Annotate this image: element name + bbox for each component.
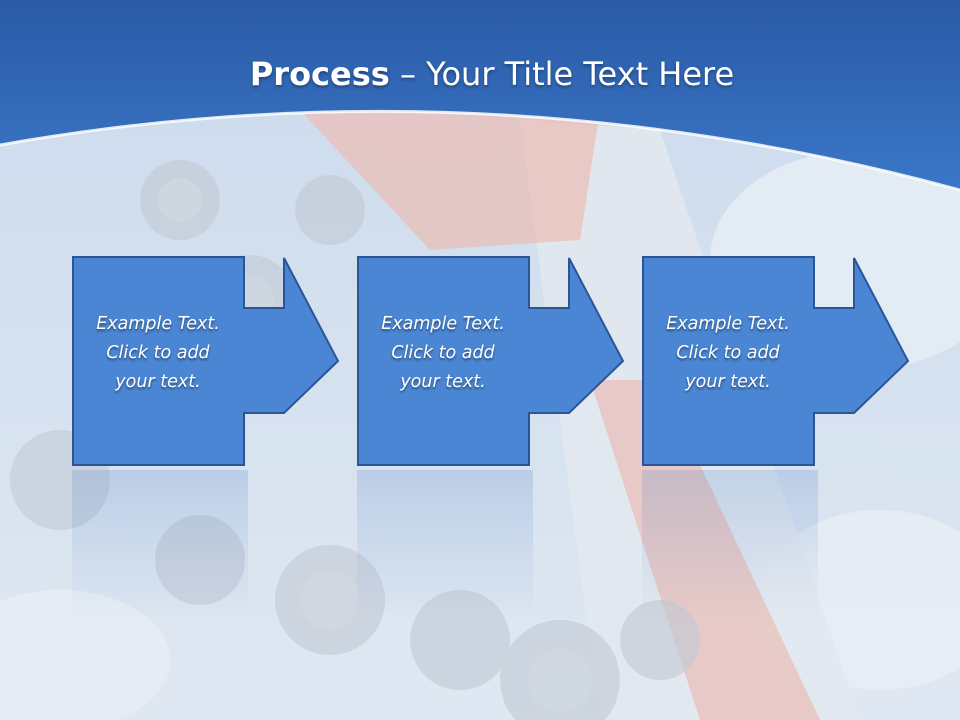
step-1-text[interactable]: Example Text. Click to add your text. [78, 310, 238, 397]
step-3-line-2: Click to add [676, 343, 780, 363]
step-2-reflection [357, 470, 533, 620]
process-step-1[interactable]: Example Text. Click to add your text. [72, 256, 340, 466]
title-rest: – Your Title Text Here [389, 55, 735, 93]
slide-title[interactable]: Process – Your Title Text Here [0, 52, 960, 96]
step-3-line-3: your text. [685, 372, 771, 392]
step-1-line-2: Click to add [106, 343, 210, 363]
step-2-text[interactable]: Example Text. Click to add your text. [363, 310, 523, 397]
title-bold: Process [249, 55, 390, 93]
step-2-line-2: Click to add [391, 343, 495, 363]
step-3-arrow-shape [642, 256, 910, 466]
step-2-arrow-shape [357, 256, 625, 466]
step-1-arrow-shape [72, 256, 340, 466]
step-3-line-1: Example Text. [666, 314, 790, 334]
step-2-line-1: Example Text. [381, 314, 505, 334]
step-1-line-1: Example Text. [96, 314, 220, 334]
step-3-text[interactable]: Example Text. Click to add your text. [648, 310, 808, 397]
step-1-reflection [72, 470, 248, 620]
process-step-3[interactable]: Example Text. Click to add your text. [642, 256, 910, 466]
step-2-line-3: your text. [400, 372, 486, 392]
step-1-line-3: your text. [115, 372, 201, 392]
step-3-reflection [642, 470, 818, 620]
process-step-2[interactable]: Example Text. Click to add your text. [357, 256, 625, 466]
